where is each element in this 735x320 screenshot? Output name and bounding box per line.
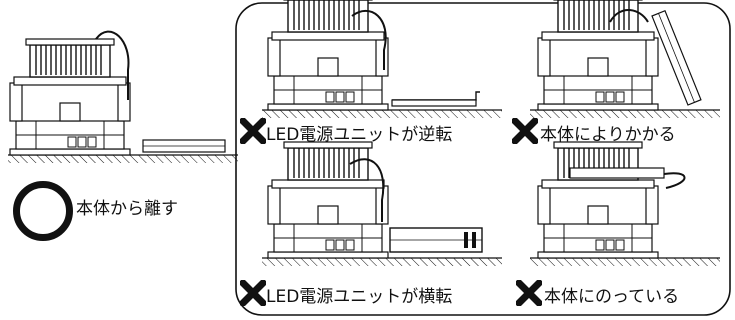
ok-fixture-drawing [8, 30, 238, 163]
ok-label: 本体から離す [76, 199, 178, 219]
ng3-fixture-drawing [262, 141, 502, 266]
ok-circle-icon [13, 181, 73, 241]
ng2-label: 本体によりかかる [540, 125, 676, 145]
ng1-fixture-drawing [262, 0, 502, 118]
cross-icon [240, 118, 266, 144]
ng3-label: LED電源ユニットが横転 [266, 287, 453, 307]
ng2-fixture-drawing [530, 0, 720, 118]
cross-icon [240, 280, 266, 306]
cross-icon [516, 280, 542, 306]
ng4-fixture-drawing [530, 141, 720, 266]
cross-icon [512, 118, 538, 144]
ng1-label: LED電源ユニットが逆転 [266, 125, 453, 145]
ng4-label: 本体にのっている [544, 287, 680, 307]
